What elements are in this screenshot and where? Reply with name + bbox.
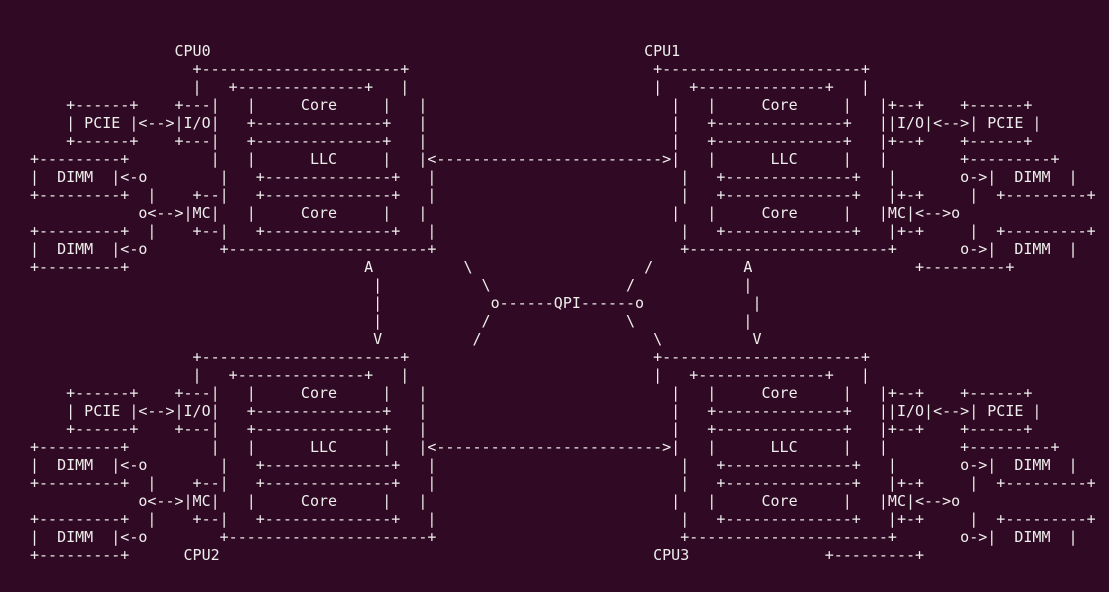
terminal-line: +----------------------+ +--------------… xyxy=(30,60,870,78)
terminal-line: +---------+ | | LLC | |<----------------… xyxy=(30,150,1060,168)
terminal-line: o<-->|MC| | Core | | | | Core | |MC|<-->… xyxy=(30,204,961,222)
terminal-line: +------+ +---| +--------------+ | | +---… xyxy=(30,132,1033,150)
terminal-line: CPU0 CPU1 xyxy=(30,42,681,60)
terminal-line: | DIMM |<-o +----------------------+ +--… xyxy=(30,240,1078,258)
terminal-line: o<-->|MC| | Core | | | | Core | |MC|<-->… xyxy=(30,492,961,510)
terminal-line: +---------+ | +--| +--------------+ | | … xyxy=(30,510,1096,528)
terminal-line: | o------QPI------o | xyxy=(30,294,762,312)
terminal-line: +---------+ A \ / A +---------+ xyxy=(30,258,1015,276)
terminal-line: | +--------------+ | | +--------------+ … xyxy=(30,366,870,384)
terminal-line: | DIMM |<-o | +--------------+ | | +----… xyxy=(30,168,1078,186)
terminal-line: +---------+ | +--| +--------------+ | | … xyxy=(30,186,1096,204)
terminal-line: V / \ V xyxy=(30,330,762,348)
terminal-line: +------+ +---| | Core | | | | Core | |+-… xyxy=(30,384,1033,402)
terminal-line: | PCIE |<-->|I/O| +--------------+ | | +… xyxy=(30,402,1042,420)
terminal-line: | +--------------+ | | +--------------+ … xyxy=(30,78,870,96)
terminal-line: +---------+ CPU2 CPU3 +---------+ xyxy=(30,546,925,564)
terminal-line: | \ / | xyxy=(30,276,753,294)
terminal-line: +---------+ | +--| +--------------+ | | … xyxy=(30,222,1096,240)
terminal-line: | DIMM |<-o | +--------------+ | | +----… xyxy=(30,456,1078,474)
terminal-line: +---------+ | | LLC | |<----------------… xyxy=(30,438,1060,456)
terminal-line: +------+ +---| +--------------+ | | +---… xyxy=(30,420,1033,438)
terminal-line: +------+ +---| | Core | | | | Core | |+-… xyxy=(30,96,1033,114)
terminal-line: +----------------------+ +--------------… xyxy=(30,348,870,366)
terminal-line: | PCIE |<-->|I/O| +--------------+ | | +… xyxy=(30,114,1042,132)
terminal-output: CPU0 CPU1 +----------------------+ +----… xyxy=(0,42,1109,582)
terminal-line: | / \ | xyxy=(30,312,753,330)
terminal-line: | DIMM |<-o +----------------------+ +--… xyxy=(30,528,1078,546)
terminal-line: +---------+ | +--| +--------------+ | | … xyxy=(30,474,1096,492)
